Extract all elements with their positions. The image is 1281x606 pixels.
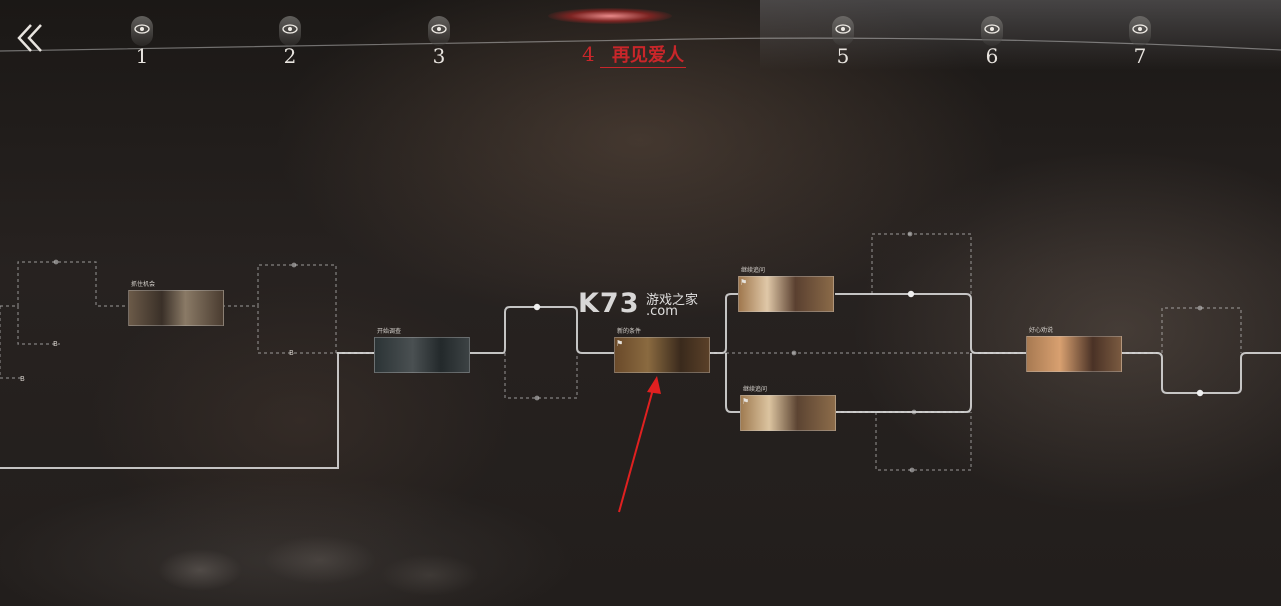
scene-thumbnail (740, 395, 836, 431)
current-chapter-number: 4 (582, 42, 595, 66)
eye-icon (835, 24, 851, 34)
flag-icon: ⚑ (740, 278, 748, 287)
story-node-3[interactable]: ⚑ 继续追问 (738, 267, 834, 312)
eye-icon (134, 24, 150, 34)
chapter-marker-6[interactable]: 6 (977, 16, 1007, 72)
eye-icon (431, 24, 447, 34)
current-chapter-underline (600, 67, 686, 68)
double-chevron-left-icon (17, 24, 42, 52)
chapter-number: 6 (985, 44, 999, 68)
node-label: 新的条件 (617, 328, 642, 335)
chapter-number: 1 (135, 44, 149, 68)
chapter-number: 5 (836, 44, 850, 68)
story-node-0[interactable]: 抓住机会 (128, 281, 224, 326)
node-label: 好心劝说 (1029, 327, 1054, 334)
branch-tag: B (20, 375, 25, 383)
rubble-decoration (140, 500, 500, 606)
chapter-marker-7[interactable]: 7 (1125, 16, 1155, 72)
watermark-logo: K73 (578, 288, 640, 319)
scene-thumbnail (1026, 336, 1122, 372)
eye-icon (984, 24, 1000, 34)
node-label: 继续追问 (741, 267, 766, 274)
branch-tag: B (53, 340, 58, 348)
current-chapter-title: 再见爱人 (612, 45, 684, 66)
story-node-1[interactable]: 开始调查 (374, 328, 470, 373)
scene-thumbnail (128, 290, 224, 326)
flag-icon: ⚑ (616, 339, 624, 348)
scene-thumbnail (614, 337, 710, 373)
story-node-4[interactable]: ⚑ 继续追问 (740, 386, 836, 431)
chapter-marker-2[interactable]: 2 (275, 16, 305, 72)
scene-thumbnail (738, 276, 834, 312)
chapter-number: 2 (283, 44, 297, 68)
back-button[interactable] (14, 20, 50, 56)
flag-icon: ⚑ (742, 397, 750, 406)
node-label: 抓住机会 (131, 281, 156, 288)
scene-thumbnail (374, 337, 470, 373)
chapter-marker-1[interactable]: 1 (127, 16, 157, 72)
chapter-number: 3 (432, 44, 446, 68)
watermark-domain: .com (646, 304, 678, 319)
site-watermark: K73 游戏之家 .com (578, 288, 708, 322)
chapter-marker-3[interactable]: 3 (424, 16, 454, 72)
chapter-marker-5[interactable]: 5 (828, 16, 858, 72)
current-chapter-glow (548, 8, 672, 24)
node-label: 开始调查 (377, 328, 402, 335)
chapter-timeline-line (0, 37, 1281, 52)
branch-tag: B (289, 349, 294, 357)
eye-icon (282, 24, 298, 34)
eye-icon (1132, 24, 1148, 34)
node-label: 继续追问 (743, 386, 768, 393)
chapter-number: 7 (1133, 44, 1147, 68)
watermark-site-name: 游戏之家 (646, 293, 699, 308)
story-node-2[interactable]: ⚑ 新的条件 (614, 328, 710, 373)
story-node-5[interactable]: 好心劝说 (1026, 327, 1122, 372)
